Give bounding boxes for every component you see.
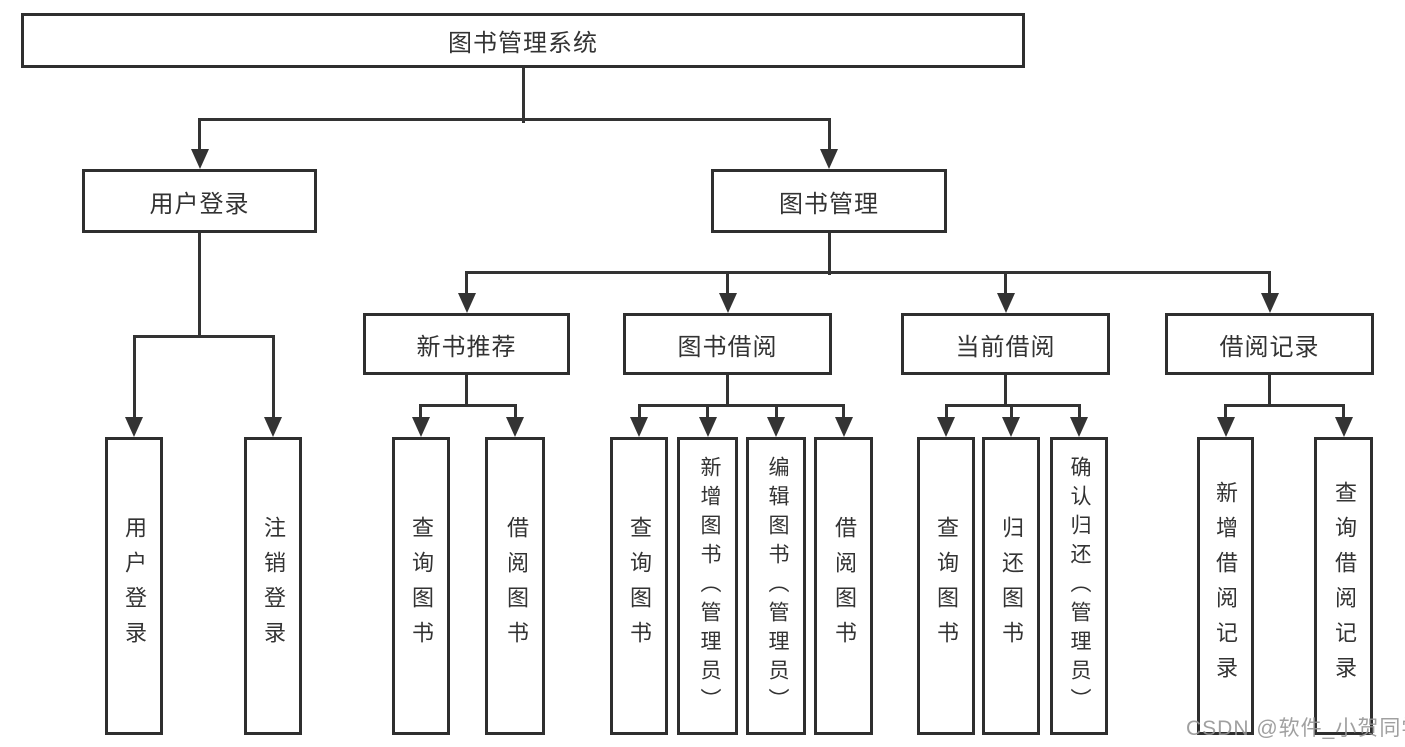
connector-line-vertical: [774, 403, 778, 422]
connector-line-vertical: [1268, 373, 1271, 407]
connector-line-vertical: [827, 117, 831, 155]
connector-line-vertical: [1004, 373, 1007, 407]
connector-line-vertical: [944, 403, 948, 422]
connector-line-vertical: [706, 403, 709, 422]
connector-line-vertical: [1224, 403, 1227, 422]
connector-line-vertical: [198, 117, 201, 155]
node-borrowing-records: 借阅记录: [1165, 313, 1374, 375]
node-leaf-edit-books-admin: 编辑图书（管理员）: [746, 437, 806, 735]
arrow-down-icon: [767, 417, 785, 437]
connector-line-vertical: [521, 66, 525, 123]
node-leaf-query-books-2: 查询图书: [610, 437, 668, 735]
connector-line-vertical: [1342, 403, 1345, 422]
connector-line-vertical: [842, 403, 845, 422]
node-leaf-confirm-return-admin: 确认归还（管理员）: [1050, 437, 1108, 735]
node-current-borrowing: 当前借阅: [901, 313, 1110, 375]
connector-line-vertical: [419, 403, 422, 422]
connector-line-vertical: [726, 270, 729, 298]
csdn-watermark: CSDN @软件_小贺同学: [1186, 717, 1405, 740]
arrow-down-icon: [698, 417, 717, 437]
node-leaf-query-borrow-record: 查询借阅记录: [1314, 437, 1373, 735]
arrow-down-icon: [457, 293, 476, 313]
arrow-down-icon: [190, 149, 209, 169]
node-book-borrowing: 图书借阅: [623, 313, 832, 375]
connector-line-vertical: [637, 403, 641, 422]
connector-line-horizontal: [198, 117, 831, 121]
arrow-down-icon: [1070, 417, 1088, 437]
connector-line-horizontal: [419, 403, 517, 407]
connector-line-vertical: [271, 334, 275, 422]
node-leaf-query-books-3: 查询图书: [917, 437, 975, 735]
connector-line-vertical: [465, 373, 468, 407]
connector-line-vertical: [465, 270, 468, 298]
node-user-login-branch: 用户登录: [82, 169, 317, 233]
connector-line-vertical: [1077, 403, 1081, 422]
connector-line-horizontal: [465, 270, 1271, 274]
arrow-down-icon: [996, 293, 1015, 313]
arrow-down-icon: [1216, 417, 1235, 437]
connector-line-horizontal: [1224, 403, 1345, 407]
connector-line-horizontal: [132, 334, 275, 338]
arrow-down-icon: [937, 417, 955, 437]
node-book-management-branch: 图书管理: [711, 169, 947, 233]
arrow-down-icon: [1334, 417, 1353, 437]
arrow-down-icon: [718, 293, 737, 313]
node-leaf-add-borrow-record: 新增借阅记录: [1197, 437, 1254, 735]
arrow-down-icon: [1002, 417, 1020, 437]
node-leaf-user-login: 用户登录: [105, 437, 163, 735]
connector-line-vertical: [827, 231, 831, 275]
arrow-down-icon: [264, 417, 282, 437]
connector-line-vertical: [1268, 270, 1271, 298]
connector-line-vertical: [513, 403, 517, 422]
arrow-down-icon: [834, 417, 853, 437]
arrow-down-icon: [125, 417, 143, 437]
node-leaf-query-books-1: 查询图书: [392, 437, 450, 735]
connector-line-vertical: [198, 231, 201, 338]
connector-line-horizontal: [944, 403, 1081, 407]
arrow-down-icon: [411, 417, 430, 437]
node-leaf-logout: 注销登录: [244, 437, 302, 735]
arrow-down-icon: [1260, 293, 1279, 313]
connector-line-vertical: [132, 334, 136, 422]
arrow-down-icon: [630, 417, 648, 437]
arrow-down-icon: [820, 149, 838, 169]
connector-line-vertical: [726, 373, 729, 407]
node-leaf-borrow-books-2: 借阅图书: [814, 437, 873, 735]
connector-line-vertical: [1004, 270, 1007, 298]
connector-line-vertical: [1009, 403, 1013, 422]
node-new-book-recommend: 新书推荐: [363, 313, 570, 375]
node-leaf-return-books: 归还图书: [982, 437, 1040, 735]
node-root-system: 图书管理系统: [21, 13, 1025, 68]
arrow-down-icon: [506, 417, 524, 437]
node-leaf-add-books-admin: 新增图书（管理员）: [677, 437, 738, 735]
connector-line-horizontal: [637, 403, 845, 407]
node-leaf-borrow-books-1: 借阅图书: [485, 437, 545, 735]
